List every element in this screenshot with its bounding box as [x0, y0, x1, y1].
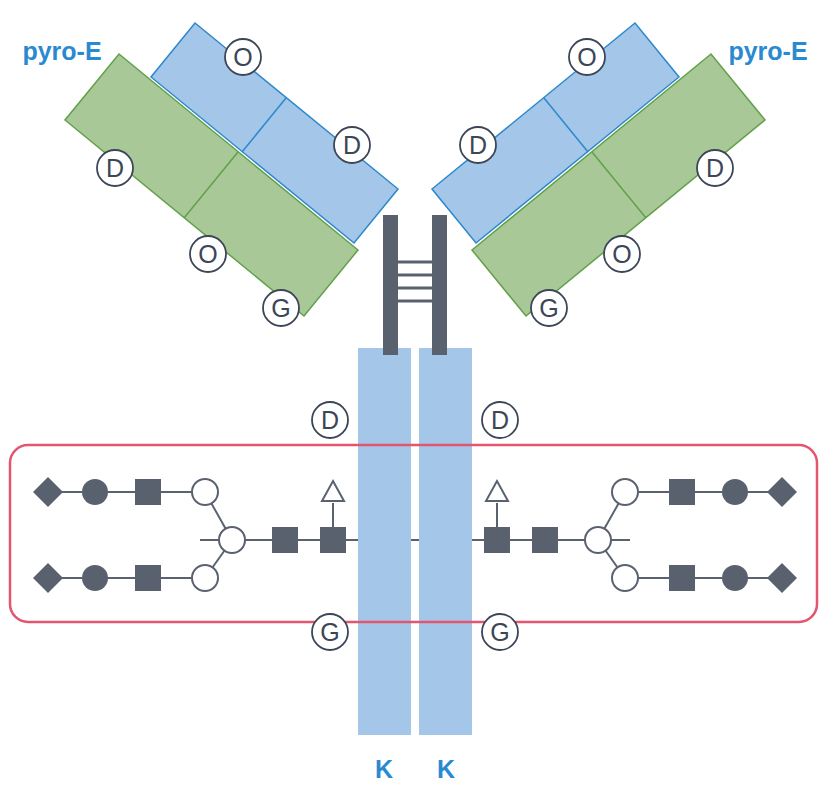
chain-label: K: [437, 756, 455, 784]
circle-shape: [97, 150, 133, 186]
circle-shape: [312, 614, 348, 650]
site-circle: O: [568, 38, 606, 76]
circle-shape: [482, 614, 518, 650]
antibody-right-half: [419, 23, 797, 735]
site-letter: D: [343, 133, 361, 158]
site-letter: G: [490, 620, 509, 645]
site-circle: D: [696, 149, 734, 187]
site-letter: O: [612, 242, 631, 267]
disulfide-bond: [398, 300, 432, 303]
circle-shape: [225, 39, 261, 75]
site-circle: G: [311, 613, 349, 651]
site-circle: O: [224, 38, 262, 76]
chain-label: K: [375, 756, 393, 784]
site-circle: O: [603, 235, 641, 273]
site-letter: D: [106, 156, 124, 181]
disulfide-bond: [398, 287, 432, 290]
circle-shape: [334, 127, 370, 163]
chain-end-label: pyro-E: [22, 38, 101, 66]
site-letter: D: [469, 133, 487, 158]
site-circle: G: [262, 289, 300, 327]
disulfide-bond: [398, 261, 432, 264]
chain-end-label: pyro-E: [728, 38, 807, 66]
site-letter: O: [233, 45, 252, 70]
circle-shape: [482, 402, 518, 438]
site-letter: O: [198, 242, 217, 267]
circle-shape: [263, 290, 299, 326]
glycan-bond: [333, 539, 497, 541]
circle-shape: [460, 127, 496, 163]
glycan-highlight-box: [10, 445, 817, 622]
site-letter: G: [539, 296, 558, 321]
site-letter: D: [491, 408, 509, 433]
site-letter: D: [706, 156, 724, 181]
site-circle: D: [96, 149, 134, 187]
circle-shape: [697, 150, 733, 186]
antibody-left-half: [33, 23, 411, 735]
circle-shape: [531, 290, 567, 326]
circle-shape: [604, 236, 640, 272]
site-circle: G: [530, 289, 568, 327]
site-letter: O: [577, 45, 596, 70]
site-circle: D: [459, 126, 497, 164]
site-letter: D: [321, 408, 339, 433]
circle-shape: [190, 236, 226, 272]
site-letter: G: [320, 620, 339, 645]
site-circle: D: [481, 401, 519, 439]
circle-shape: [569, 39, 605, 75]
site-circle: O: [189, 235, 227, 273]
site-circle: D: [333, 126, 371, 164]
circle-shape: [312, 402, 348, 438]
site-circle: D: [311, 401, 349, 439]
disulfide-bond: [398, 274, 432, 277]
site-letter: G: [271, 296, 290, 321]
site-circle: G: [481, 613, 519, 651]
